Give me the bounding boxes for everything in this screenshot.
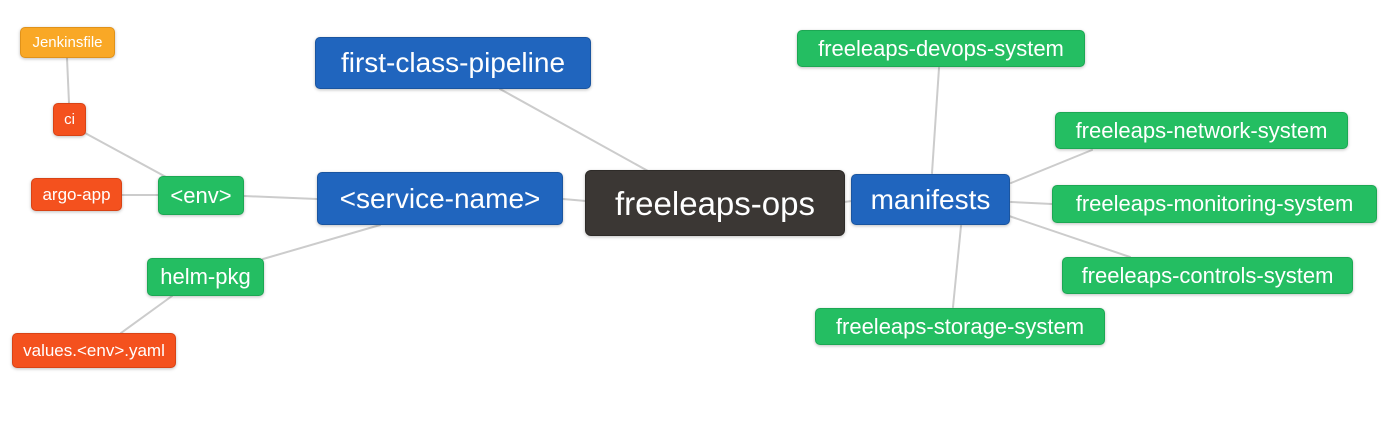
node-first-class-pipeline[interactable]: first-class-pipeline	[315, 37, 591, 89]
node-freeleaps-storage-system[interactable]: freeleaps-storage-system	[815, 308, 1105, 345]
edge-freeleaps-ops--manifests	[843, 200, 853, 203]
edge-manifests--freeleaps-network-system	[1010, 149, 1093, 184]
edge-manifests--freeleaps-devops-system	[931, 67, 940, 174]
node-argo-app[interactable]: argo-app	[31, 178, 122, 211]
edge-ci--env	[84, 132, 167, 178]
node-values-env-yaml[interactable]: values.<env>.yaml	[12, 333, 176, 368]
edge-manifests--freeleaps-controls-system	[1008, 215, 1131, 258]
node-env[interactable]: <env>	[158, 176, 244, 215]
edge-service-name--freeleaps-ops	[562, 198, 587, 202]
node-freeleaps-monitoring-system[interactable]: freeleaps-monitoring-system	[1052, 185, 1377, 223]
edge-freeleaps-ops--first-class-pipeline	[499, 88, 649, 172]
edge-env--service-name	[243, 195, 318, 200]
node-ci[interactable]: ci	[53, 103, 86, 136]
node-jenkinsfile[interactable]: Jenkinsfile	[20, 27, 115, 58]
edge-manifests--freeleaps-storage-system	[952, 225, 962, 308]
node-manifests[interactable]: manifests	[851, 174, 1010, 225]
edge-helm-pkg--values-env-yaml	[120, 295, 173, 334]
node-freeleaps-devops-system[interactable]: freeleaps-devops-system	[797, 30, 1085, 67]
node-freeleaps-network-system[interactable]: freeleaps-network-system	[1055, 112, 1348, 149]
node-service-name[interactable]: <service-name>	[317, 172, 563, 225]
edge-manifests--freeleaps-monitoring-system	[1010, 201, 1053, 205]
node-helm-pkg[interactable]: helm-pkg	[147, 258, 264, 296]
edge-service-name--helm-pkg	[262, 224, 381, 260]
edge-jenkinsfile--ci	[66, 57, 70, 104]
node-freeleaps-controls-system[interactable]: freeleaps-controls-system	[1062, 257, 1353, 294]
node-freeleaps-ops[interactable]: freeleaps-ops	[585, 170, 845, 236]
